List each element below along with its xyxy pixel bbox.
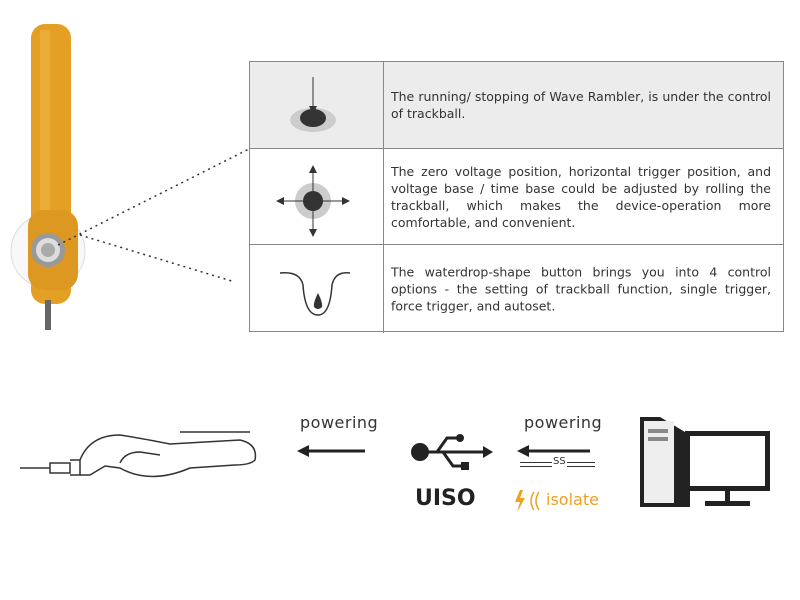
- trackball-roll-icon: [276, 165, 350, 237]
- lightning-icon: [515, 490, 540, 512]
- feature-row: The zero voltage position, horizontal tr…: [250, 149, 783, 245]
- ss-label: SS: [552, 456, 567, 467]
- isolate-label: isolate: [546, 490, 599, 509]
- powering-label-right: powering: [524, 413, 603, 432]
- feature-text: The running/ stopping of Wave Rambler, i…: [391, 89, 771, 121]
- ss-line: SS: [520, 456, 595, 467]
- feature-text: The waterdrop-shape button brings you in…: [391, 264, 771, 314]
- waterdrop-button-icon: [279, 272, 351, 316]
- powering-label-left: powering: [300, 413, 379, 432]
- device-photo: [10, 24, 250, 330]
- feature-table: The running/ stopping of Wave Rambler, i…: [249, 61, 784, 333]
- trackball-press-icon: [290, 77, 336, 132]
- arrow-left-icon: [517, 445, 590, 457]
- feature-row: The running/ stopping of Wave Rambler, i…: [250, 62, 783, 149]
- feature-row: The waterdrop-shape button brings you in…: [250, 245, 783, 333]
- uiso-label: UISO: [415, 486, 476, 511]
- computer-icon: [640, 417, 770, 507]
- arrow-left-icon: [297, 445, 365, 457]
- usb-icon: [411, 434, 493, 470]
- feature-text: The zero voltage position, horizontal tr…: [391, 163, 771, 230]
- probe-side-drawing: [20, 431, 257, 478]
